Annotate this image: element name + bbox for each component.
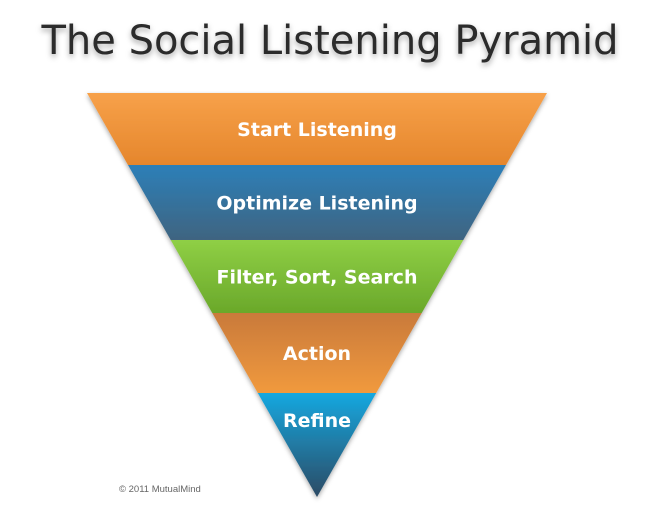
pyramid-level-5-label: Refine (283, 410, 351, 432)
pyramid-level-2 (127, 165, 507, 240)
pyramid-level-4-label: Action (283, 343, 351, 365)
diagram-title: The Social Listening Pyramid (41, 18, 619, 64)
pyramid-level-3-label: Filter, Sort, Search (217, 267, 418, 289)
pyramid-level-1 (87, 93, 547, 165)
copyright-notice: © 2011 MutualMind (119, 484, 201, 495)
pyramid-level-5 (257, 393, 377, 497)
pyramid-level-3 (170, 240, 464, 313)
pyramid-level-2-label: Optimize Listening (216, 193, 417, 215)
pyramid-level-4 (212, 313, 422, 393)
pyramid-level-1-label: Start Listening (237, 119, 397, 141)
